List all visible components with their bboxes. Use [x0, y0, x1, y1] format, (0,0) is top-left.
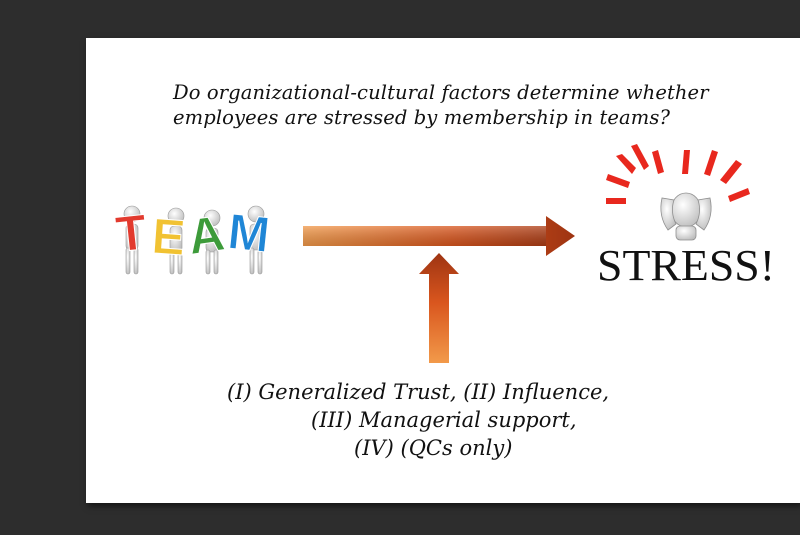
team-letter-t: T	[113, 204, 149, 263]
moderating-factors: (I) Generalized Trust, (II) Influence, (…	[86, 378, 800, 462]
horizontal-arrow	[303, 216, 575, 256]
factor-line-1: (I) Generalized Trust, (II) Influence,	[227, 380, 610, 404]
question-line-2: employees are stressed by membership in …	[173, 106, 671, 129]
research-question: Do organizational-cultural factors deter…	[173, 80, 773, 130]
vertical-arrow	[419, 253, 459, 363]
team-letter-a: A	[184, 205, 228, 265]
team-letters: T E A M	[113, 203, 273, 267]
team-letter-m: M	[225, 203, 272, 263]
slide: Do organizational-cultural factors deter…	[86, 38, 800, 503]
stress-image: STRESS!	[597, 144, 775, 290]
team-letter-e: E	[150, 208, 187, 266]
diagram: T E A M	[113, 144, 775, 363]
stress-text: STRESS!	[597, 241, 775, 290]
team-image: T E A M	[113, 203, 273, 275]
factor-line-3: (IV) (QCs only)	[354, 436, 513, 460]
question-line-1: Do organizational-cultural factors deter…	[173, 81, 709, 104]
team-figures	[123, 205, 265, 275]
stress-arrows	[606, 144, 750, 204]
stressed-figure	[660, 192, 712, 241]
factor-line-2: (III) Managerial support,	[311, 408, 577, 432]
